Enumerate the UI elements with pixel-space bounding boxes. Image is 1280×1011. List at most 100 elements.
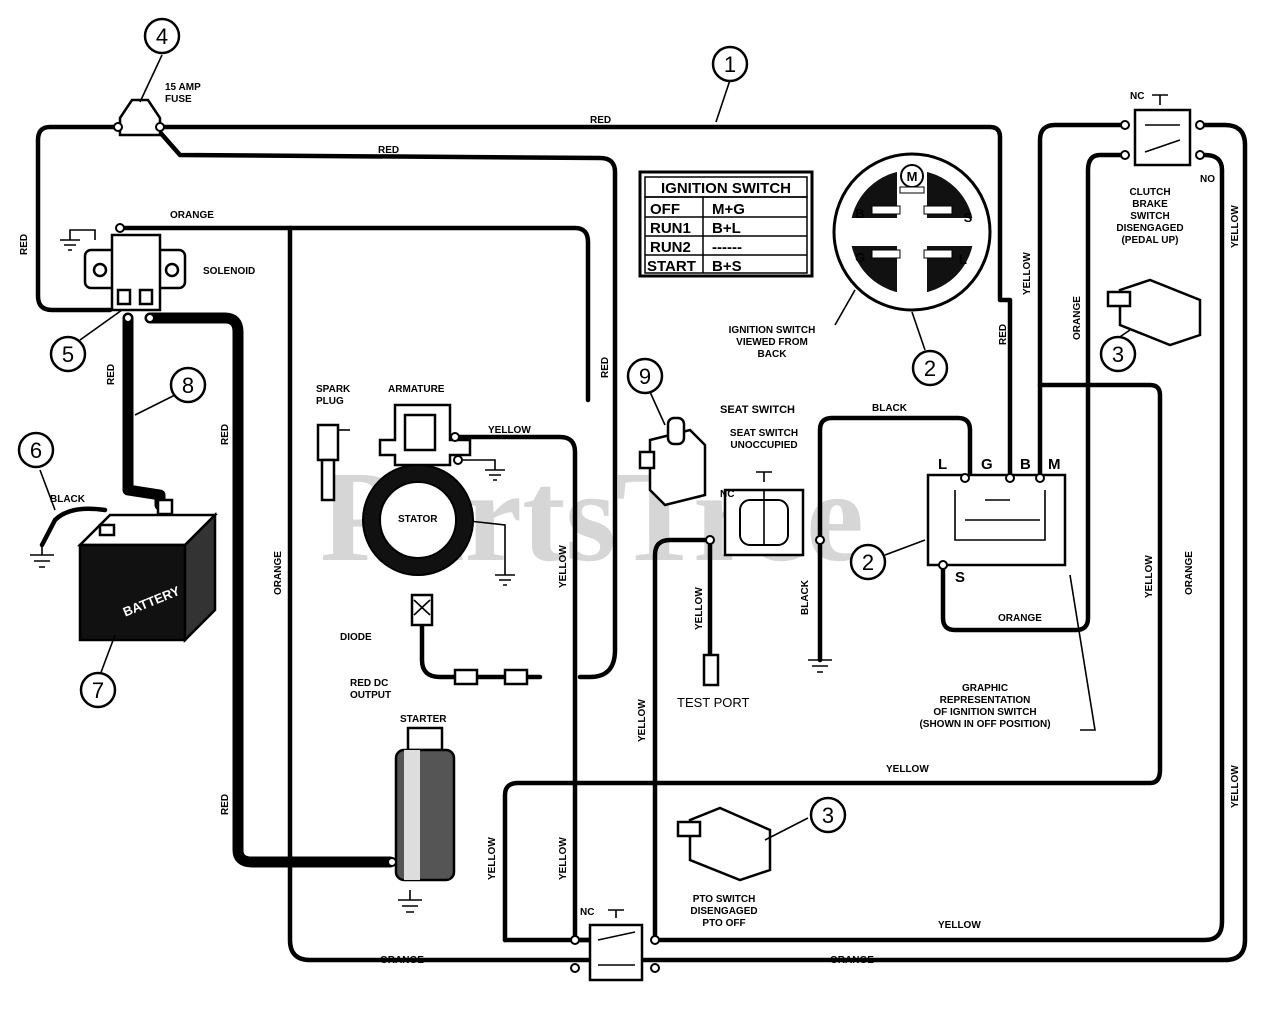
label-line: BRAKE: [1132, 199, 1168, 210]
clutch-switch-picture: [1106, 278, 1202, 347]
pto-switch: [570, 909, 660, 982]
callout-3-a: 3: [1112, 342, 1124, 367]
wire-red-dc: [419, 607, 543, 680]
wire-label-orange-1: ORANGE: [170, 210, 214, 221]
wire-orange-down: [287, 225, 593, 963]
label-line: BACK: [758, 349, 788, 360]
wire-label-orange-4: ORANGE: [998, 613, 1042, 624]
wire-red-fuse-right: [155, 127, 618, 680]
seat-switch: [702, 471, 825, 687]
wire-label-red-8: RED: [998, 324, 1009, 345]
label-line: OUTPUT: [350, 690, 391, 701]
ignition-row-1-conn: B+L: [712, 220, 741, 237]
callout-2-b: 2: [862, 550, 874, 575]
wire-battery-positive: [122, 312, 166, 511]
wire-label-yellow-9: YELLOW: [1022, 252, 1033, 295]
stator-label: STATOR: [398, 514, 438, 525]
wire-red-top: [155, 124, 1013, 481]
wire-yellow-armature: [452, 434, 593, 943]
graphic-terminal-b: B: [1020, 456, 1031, 473]
wire-label-yellow-8: YELLOW: [938, 920, 981, 931]
callout-8: 9: [639, 364, 651, 389]
wire-label-red-6: RED: [600, 357, 611, 378]
label-line: VIEWED FROM: [736, 337, 808, 348]
label-line: (PEDAL UP): [1121, 235, 1178, 246]
fuse: [113, 98, 165, 137]
pto-switch-picture: [676, 806, 772, 882]
label-line: SPARK: [316, 384, 351, 395]
wire-label-orange-7: ORANGE: [1184, 551, 1195, 595]
graphic-terminal-m: M: [1048, 456, 1061, 473]
callout-5: 5: [62, 342, 74, 367]
ignition-row-0-conn: M+G: [712, 201, 745, 218]
label-line: REPRESENTATION: [940, 695, 1031, 706]
ignition-row-2-conn: ------: [712, 239, 742, 256]
wire-label-black-1: BLACK: [50, 494, 86, 505]
armature-stator: [316, 403, 529, 686]
diode-label: DIODE: [340, 632, 372, 643]
wire-label-yellow-1: YELLOW: [488, 425, 531, 436]
wire-starter-cable: [144, 312, 396, 868]
ignition-row-1-pos: RUN1: [650, 220, 691, 237]
battery: BATTERY: [76, 498, 219, 644]
ign-terminal-l: L: [959, 252, 967, 267]
ignition-row-2-pos: RUN2: [650, 239, 691, 256]
wire-label-black-3: BLACK: [872, 403, 908, 414]
label-line: PTO SWITCH: [693, 894, 756, 905]
label-line: PTO OFF: [702, 918, 745, 929]
wire-label-red-5: RED: [220, 424, 231, 445]
wire-yellow-loop-a: [502, 382, 1163, 943]
ignition-row-0-pos: OFF: [650, 201, 680, 218]
ign-terminal-g: G: [855, 250, 865, 265]
label-line: DISENGAGED: [1116, 223, 1183, 234]
wire-label-red-2: RED: [378, 145, 399, 156]
wire-label-red-1: RED: [590, 115, 611, 126]
test-port-label: TEST PORT: [677, 695, 750, 710]
wire-label-yellow-10: YELLOW: [1144, 555, 1155, 598]
wires: [35, 122, 1248, 963]
callout-7: 7: [92, 678, 104, 703]
wire-label-yellow-12: YELLOW: [1230, 765, 1241, 808]
callout-6: 6: [30, 438, 42, 463]
ign-terminal-s: S: [964, 210, 973, 225]
wire-label-red-3: RED: [19, 234, 30, 255]
callout-2-a: 2: [924, 356, 936, 381]
label-line: UNOCCUPIED: [730, 440, 797, 451]
wire-yellow-pto-right: [652, 152, 1225, 943]
solenoid-label: SOLENOID: [203, 266, 255, 277]
wire-label-orange-3: ORANGE: [380, 955, 424, 966]
wire-label-orange-5: ORANGE: [830, 955, 874, 966]
wire-labels: RED RED ORANGE RED RED RED BLACK ORANGE …: [19, 115, 1241, 966]
label-line: (SHOWN IN OFF POSITION): [919, 719, 1050, 730]
wire-label-yellow-6: YELLOW: [694, 587, 705, 630]
clutch-switch: [1120, 94, 1205, 167]
label-line: GRAPHIC: [962, 683, 1008, 694]
wire-label-yellow-3: YELLOW: [487, 837, 498, 880]
callout-9: 8: [182, 373, 194, 398]
ignition-switch-graphic: L G B M S: [926, 456, 1067, 586]
wire-label-yellow-11: YELLOW: [1230, 205, 1241, 248]
ignition-switch-back: M B S G L: [832, 152, 992, 312]
graphic-terminal-l: L: [938, 456, 947, 473]
seat-sensor: [638, 416, 707, 507]
label-line: 15 AMP: [165, 82, 201, 93]
wire-yellow-clutch: [1037, 122, 1128, 481]
wire-red-fuse-left: [35, 124, 121, 313]
armature-label: ARMATURE: [388, 384, 445, 395]
label-line: DISENGAGED: [690, 906, 757, 917]
wire-label-red-7: RED: [220, 794, 231, 815]
ignition-row-3-conn: B+S: [712, 258, 742, 275]
graphic-terminal-g: G: [981, 456, 993, 473]
wire-label-orange-6: ORANGE: [1072, 296, 1083, 340]
label-line: FUSE: [165, 94, 192, 105]
ignition-switch-table: IGNITION SWITCH OFF M+G RUN1 B+L RUN2 --…: [638, 170, 814, 278]
clutch-no: NO: [1200, 174, 1215, 185]
starter-label: STARTER: [400, 714, 447, 725]
wire-orange-bottom-right: [637, 122, 1248, 963]
